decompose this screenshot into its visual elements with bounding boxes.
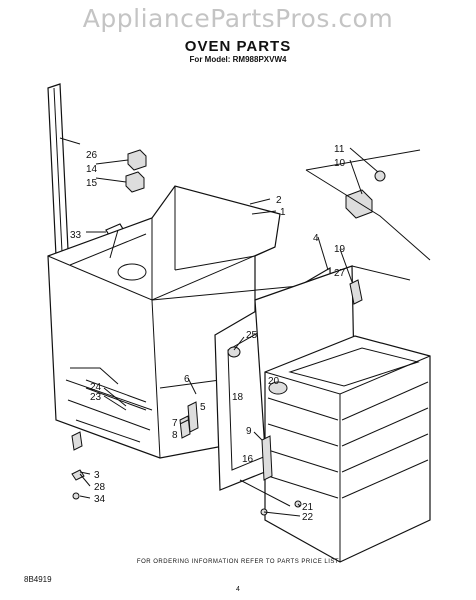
callout-21: 21 (302, 502, 314, 513)
igniter-part-16 (239, 435, 291, 507)
bracket-part-7-8 (179, 401, 199, 439)
page-number: 4 (236, 586, 240, 593)
callout-5: 5 (200, 402, 206, 413)
callout-22: 22 (302, 512, 314, 523)
callout-34: 34 (94, 494, 106, 505)
control-slot (75, 379, 147, 443)
watermark-logo: AppliancePartsPros.com (82, 4, 394, 33)
callout-8: 8 (172, 430, 178, 441)
callout-16: 16 (242, 454, 254, 465)
callout-9: 9 (246, 426, 252, 437)
callout-23: 23 (90, 392, 102, 403)
screw-part-34 (72, 492, 80, 500)
model-subtitle: For Model: RM988PXVW4 (189, 55, 287, 64)
burner-valve-assembly (305, 149, 431, 261)
drawing-code: 8B4919 (24, 575, 52, 584)
leader-lines (59, 137, 379, 517)
callout-18: 18 (232, 392, 244, 403)
ordering-note: FOR ORDERING INFORMATION REFER TO PARTS … (136, 559, 340, 565)
callout-1: 1 (280, 207, 286, 218)
callout-27: 27 (334, 268, 346, 279)
callout-25: 25 (246, 330, 258, 341)
trim-strip (47, 83, 69, 257)
callout-4: 4 (313, 233, 319, 244)
callout-6: 6 (184, 374, 190, 385)
callout-26: 26 (86, 150, 98, 161)
callout-15: 15 (86, 178, 98, 189)
callout-11: 11 (334, 144, 345, 155)
callout-20: 20 (268, 376, 280, 387)
callout-19: 19 (334, 244, 346, 255)
leveling-leg (71, 431, 83, 451)
callout-14: 14 (86, 164, 98, 175)
callout-33: 33 (70, 230, 82, 241)
callout-10: 10 (334, 158, 346, 169)
callout-3: 3 (94, 470, 100, 481)
callout-7: 7 (172, 418, 178, 429)
clip-part-15 (125, 171, 145, 193)
callout-2: 2 (276, 195, 282, 206)
post-part-19 (349, 279, 363, 305)
callout-28: 28 (94, 482, 106, 493)
diagram-title: OVEN PARTS (184, 38, 292, 55)
callout-labels: 26 14 15 33 11 10 2 1 4 19 27 25 6 20 24… (70, 144, 346, 523)
clip-part-14 (127, 149, 147, 171)
callout-24: 24 (90, 382, 102, 393)
oven-rack-cage (264, 335, 431, 563)
screw-part-28 (71, 469, 85, 481)
